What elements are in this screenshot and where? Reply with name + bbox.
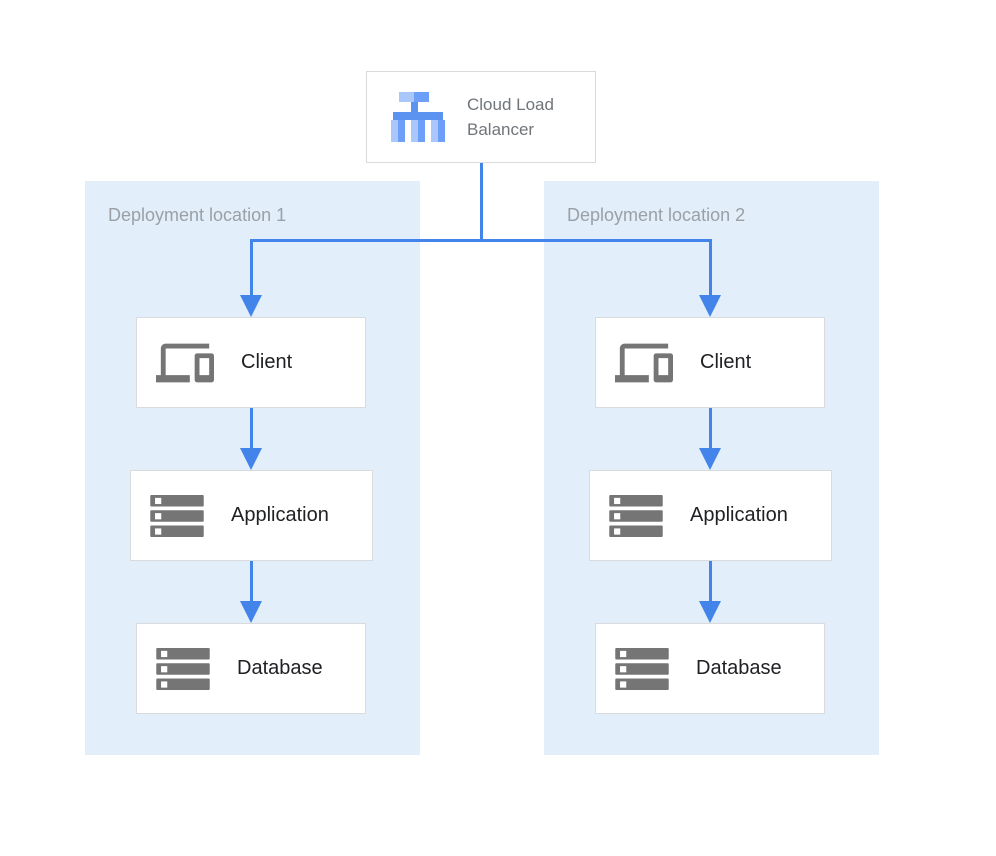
server-stack-icon (615, 647, 669, 690)
edge-branch-client-1 (250, 239, 253, 296)
edge-lb-stem (480, 163, 483, 240)
client-label: Client (241, 351, 293, 373)
arrowhead-down-icon (699, 601, 721, 623)
cloud-load-balancer-node: Cloud Load Balancer (366, 71, 596, 163)
database-node-2: Database (595, 623, 825, 714)
devices-icon (156, 343, 214, 382)
edge-branch-client-2 (709, 239, 712, 296)
deployment-location-1-label: Deployment location 1 (108, 205, 287, 225)
database-node-1: Database (136, 623, 366, 714)
arrowhead-down-icon (240, 448, 262, 470)
edge-application-database-2 (709, 561, 712, 602)
server-stack-icon (150, 494, 204, 537)
application-label: Application (690, 504, 788, 526)
edge-client-application-1 (250, 408, 253, 449)
database-label: Database (237, 657, 323, 679)
edge-application-database-1 (250, 561, 253, 602)
deployment-location-2-label: Deployment location 2 (567, 205, 746, 225)
client-node-1: Client (136, 317, 366, 408)
edge-lb-branch (250, 239, 712, 242)
arrowhead-down-icon (240, 601, 262, 623)
arrowhead-down-icon (699, 295, 721, 317)
cloud-load-balancer-icon (391, 92, 445, 142)
client-node-2: Client (595, 317, 825, 408)
database-label: Database (696, 657, 782, 679)
arrowhead-down-icon (240, 295, 262, 317)
application-label: Application (231, 504, 329, 526)
server-stack-icon (609, 494, 663, 537)
server-stack-icon (156, 647, 210, 690)
cloud-load-balancer-label: Cloud Load Balancer (467, 95, 554, 139)
application-node-2: Application (589, 470, 832, 561)
edge-client-application-2 (709, 408, 712, 449)
arrowhead-down-icon (699, 448, 721, 470)
client-label: Client (700, 351, 752, 373)
application-node-1: Application (130, 470, 373, 561)
devices-icon (615, 343, 673, 382)
